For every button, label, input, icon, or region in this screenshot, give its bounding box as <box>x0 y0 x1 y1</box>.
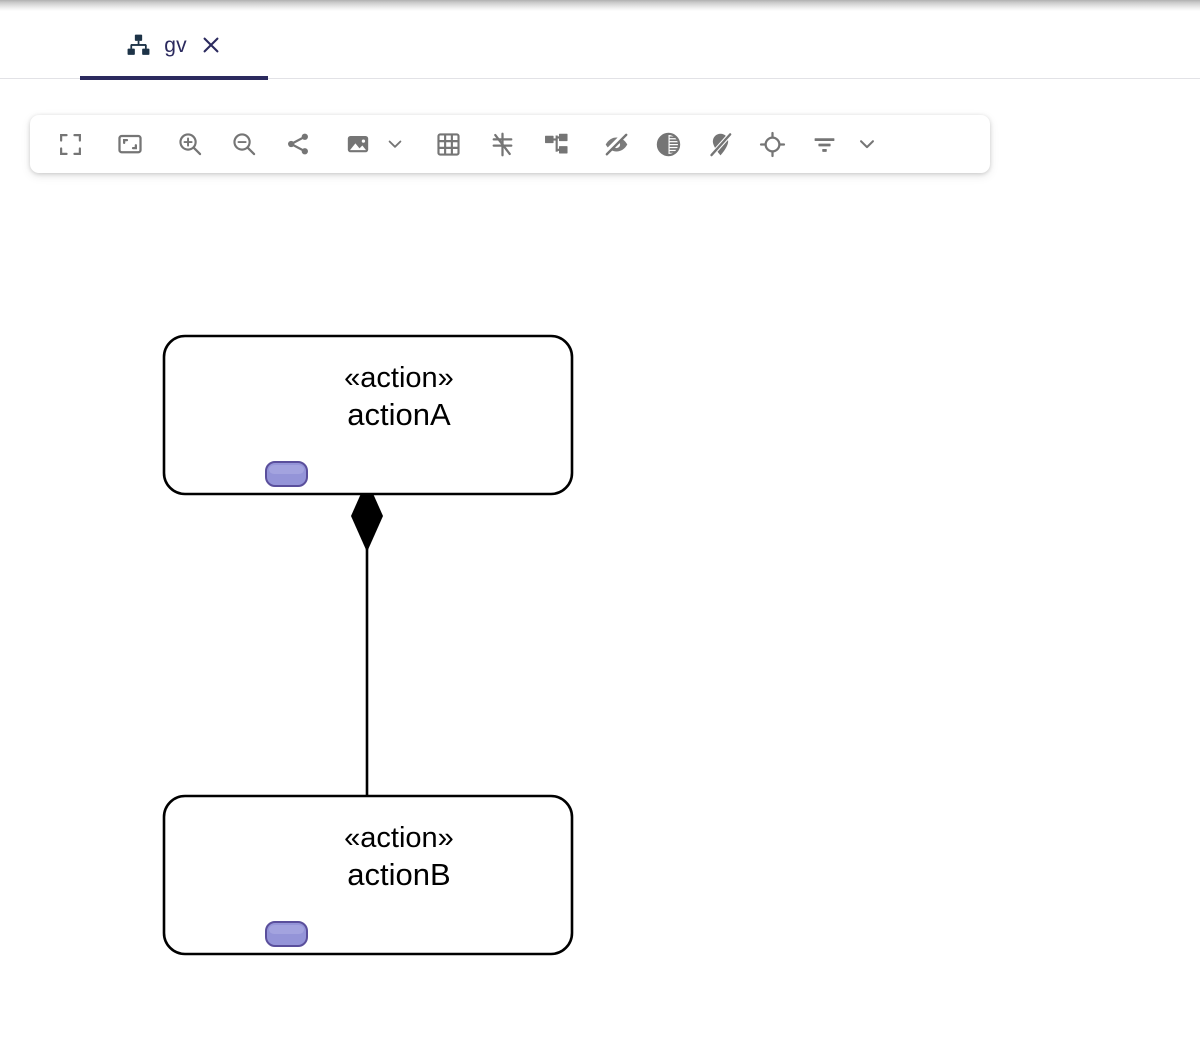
grid-icon[interactable] <box>426 122 470 166</box>
snap-lines-icon[interactable] <box>480 122 524 166</box>
edge-actionA-actionB <box>351 480 383 796</box>
fit-to-screen-icon[interactable] <box>108 122 152 166</box>
pin-off-icon[interactable] <box>698 122 742 166</box>
tab-label: gv <box>164 33 187 57</box>
hierarchy-icon <box>126 33 151 58</box>
node-actionB <box>162 794 574 956</box>
chevron-down-icon[interactable] <box>380 122 410 166</box>
close-icon[interactable] <box>200 34 222 56</box>
share-icon[interactable] <box>276 122 320 166</box>
crosshair-icon[interactable] <box>750 122 794 166</box>
diagram-graph <box>162 334 574 956</box>
contrast-icon[interactable] <box>646 122 690 166</box>
node-actionA <box>162 334 574 496</box>
zoom-in-icon[interactable] <box>168 122 212 166</box>
diagram-canvas[interactable]: «action» actionA «action» actionB <box>0 80 1200 1060</box>
eye-off-icon[interactable] <box>594 122 638 166</box>
tab-active-underline <box>80 76 268 80</box>
window-chrome-shadow <box>0 0 1200 11</box>
image-export-icon[interactable] <box>336 122 380 166</box>
tree-layout-icon[interactable] <box>534 122 578 166</box>
tab-gv[interactable]: gv <box>80 11 268 79</box>
action-badge-icon <box>265 921 308 947</box>
tab-bar: gv <box>0 11 1200 80</box>
filled-diamond-decoration <box>351 480 383 552</box>
diagram-toolbar <box>30 115 990 173</box>
more-chevron-icon[interactable] <box>852 122 882 166</box>
zoom-out-icon[interactable] <box>222 122 266 166</box>
fullscreen-icon[interactable] <box>48 122 92 166</box>
action-badge-icon <box>265 461 308 487</box>
filter-icon[interactable] <box>802 122 846 166</box>
